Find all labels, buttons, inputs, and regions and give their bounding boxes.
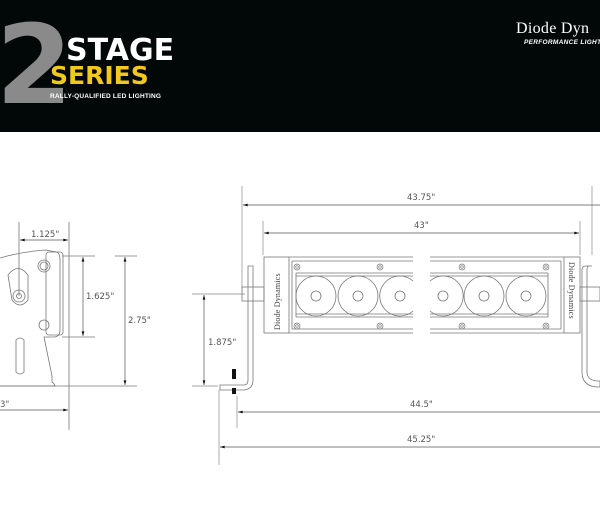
dim-bracket-to-bracket: 43.75" — [407, 193, 435, 203]
brand-subtitle: PERFORMANCE LIGHTIN — [524, 39, 600, 46]
dim-pivot-offset: 1.125" — [31, 230, 59, 240]
header-banner: 2 STAGE SERIES RALLY-QUALIFIED LED LIGHT… — [0, 0, 600, 132]
led-array — [295, 275, 547, 317]
led-1 — [295, 275, 337, 317]
side-view-dimensions — [0, 238, 127, 412]
logo-word-stage: STAGE — [66, 33, 175, 68]
brand-name: Diode Dyn — [516, 20, 590, 37]
right-bracket — [579, 265, 600, 388]
led-3 — [379, 275, 414, 317]
logo-tagline: RALLY-QUALIFIED LED LIGHTING — [50, 93, 162, 100]
led-4 — [429, 275, 464, 317]
led-2 — [337, 275, 379, 317]
housing-screws — [293, 263, 550, 330]
dim-overall-width: 45.25" — [407, 435, 435, 445]
front-dimension-lines — [202, 203, 600, 449]
led-6 — [505, 275, 547, 317]
dim-bolt-to-bolt: 44.5" — [410, 400, 433, 410]
dim-housing-length: 43" — [414, 221, 429, 231]
front-extension-lines — [192, 186, 593, 465]
dim-overall-height: 2.75" — [128, 316, 151, 326]
stage-numeral: 2 — [0, 1, 73, 129]
housing-label-right: Diode Dynamics — [567, 262, 576, 319]
logo-word-series: SERIES — [50, 61, 149, 90]
dim-mount-height: 1.875" — [208, 338, 236, 348]
dim-mount-hole-spacing: 1.625" — [86, 292, 114, 302]
side-view — [0, 222, 137, 430]
left-bolt-top — [232, 369, 236, 379]
dim-base-width: 3" — [0, 400, 9, 410]
left-bolt-bottom — [232, 388, 236, 394]
led-5 — [463, 275, 505, 317]
housing-label-left: Diode Dynamics — [273, 273, 282, 330]
